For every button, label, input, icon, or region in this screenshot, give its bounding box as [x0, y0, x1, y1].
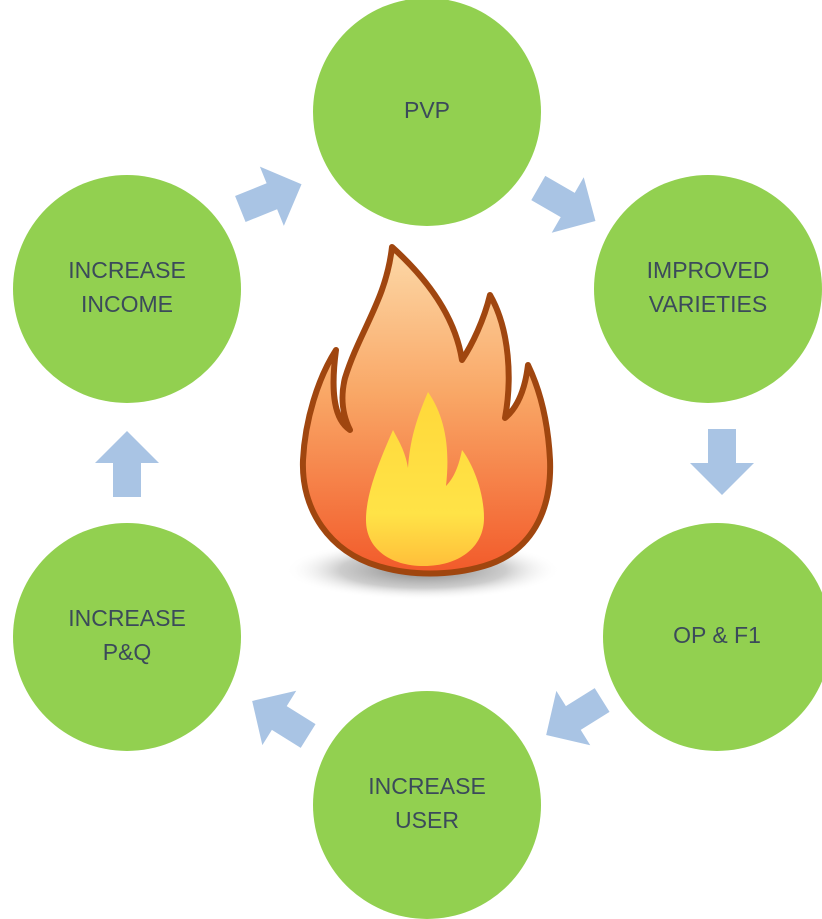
node-label-line: OP & F1 [673, 622, 761, 648]
node-op-f1: OP & F1 [603, 523, 822, 751]
flame-inner [366, 392, 484, 566]
node-label-line: INCREASE [68, 605, 186, 631]
fire-icon [285, 244, 561, 600]
node-label-line: USER [395, 807, 459, 833]
node-circle [313, 691, 541, 919]
node-label-line: VARIETIES [649, 291, 767, 317]
node-improved-varieties: IMPROVED VARIETIES [594, 175, 822, 403]
cycle-arrow-icon [546, 688, 610, 746]
node-circle [13, 523, 241, 751]
node-label-line: P&Q [103, 639, 152, 665]
node-pvp: PVP [313, 0, 541, 226]
node-label-line: INCREASE [68, 257, 186, 283]
cycle-arrow-icon [531, 175, 596, 233]
node-label-line: INCREASE [368, 773, 486, 799]
node-circle [594, 175, 822, 403]
node-circle [13, 175, 241, 403]
node-increase-pq: INCREASE P&Q [13, 523, 241, 751]
cycle-arrow-icon [235, 166, 302, 226]
cycle-arrow-icon [95, 431, 159, 497]
node-increase-user: INCREASE USER [313, 691, 541, 919]
node-label-line: PVP [404, 97, 450, 123]
node-circle [313, 0, 541, 226]
node-label-line: INCOME [81, 291, 173, 317]
node-circle [603, 523, 822, 751]
cycle-arrow-icon [252, 690, 316, 748]
cycle-arrow-icon [690, 429, 754, 495]
cycle-arrows [95, 166, 754, 748]
node-increase-income: INCREASE INCOME [13, 175, 241, 403]
node-label-line: IMPROVED [647, 257, 770, 283]
